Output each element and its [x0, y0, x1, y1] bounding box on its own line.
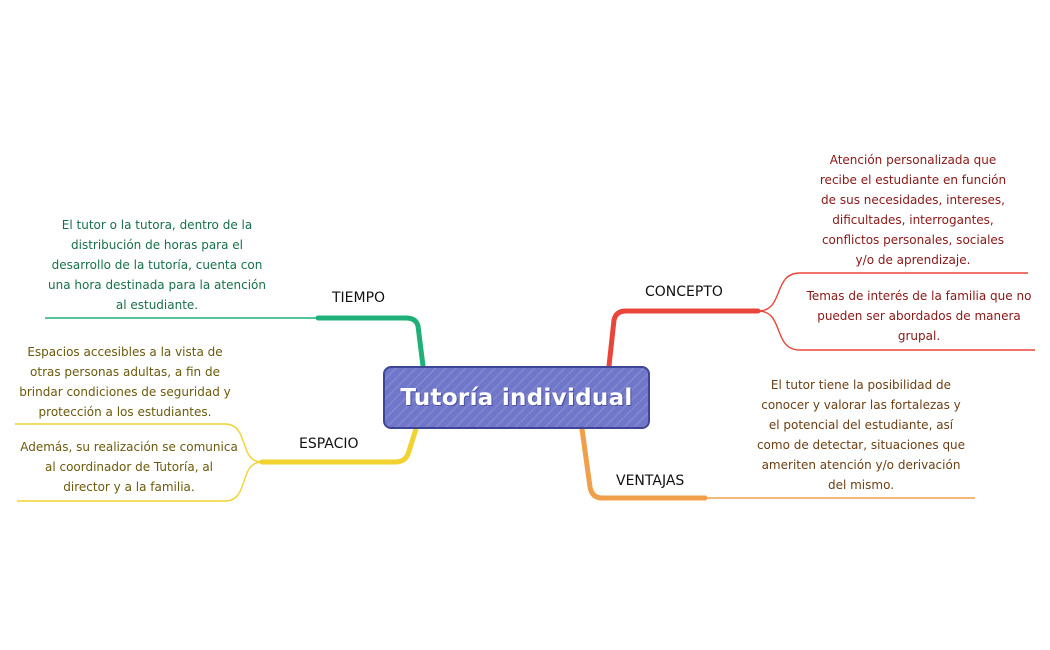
central-topic-title: Tutoría individual [400, 384, 633, 411]
espacio-branch-line [259, 426, 419, 465]
ventajas-note: El tutor tiene la posibilidad de conocer… [756, 378, 966, 492]
tiempo-branch-line [315, 315, 426, 369]
branch-label-concepto[interactable]: CONCEPTO [645, 284, 723, 300]
concepto-note-2: Temas de interés de la familia que no pu… [806, 289, 1032, 343]
espacio-note-1: Espacios accesibles a la vista de otras … [19, 345, 231, 419]
branch-label-ventajas[interactable]: VENTAJAS [616, 473, 685, 489]
tiempo-note: El tutor o la tutora, dentro de la distr… [48, 218, 266, 312]
concepto-branch-line [606, 308, 761, 369]
espacio-note-2: Además, su realización se comunica al co… [20, 440, 238, 494]
espacio-sub-line-1 [15, 423, 263, 463]
branch-label-tiempo[interactable]: TIEMPO [332, 290, 386, 306]
concepto-sub-line-2 [757, 310, 1035, 351]
concepto-note-1: Atención personalizada que recibe el est… [819, 153, 1007, 267]
concepto-sub-line-1 [757, 272, 1028, 312]
central-topic[interactable]: Tutoría individual [383, 366, 650, 429]
ventajas-branch-line [579, 426, 708, 501]
branch-label-espacio[interactable]: ESPACIO [299, 436, 359, 452]
espacio-sub-line-2 [17, 461, 263, 502]
